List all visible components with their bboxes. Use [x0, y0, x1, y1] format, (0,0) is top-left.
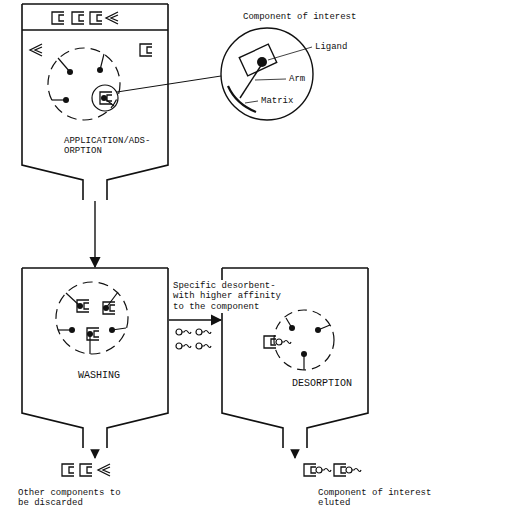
bound-complexes [87, 328, 99, 340]
ligand-dots [63, 67, 112, 104]
node-title: DESORPTION [292, 378, 352, 390]
zoom-circle [221, 28, 313, 120]
discarded-molecules [62, 464, 110, 476]
bead-matrix [48, 48, 120, 120]
bound-complexes [77, 303, 83, 309]
zoom-detail [240, 64, 262, 98]
unbound-molecules [30, 44, 42, 56]
zoom-leader [117, 76, 221, 92]
released-complex [276, 339, 291, 345]
eluted-molecules [346, 467, 361, 473]
unbound-molecules [106, 12, 118, 24]
ligand-dots [97, 67, 103, 73]
flow-arrow [94, 201, 95, 267]
outflow [94, 450, 95, 458]
flow-arrow [169, 319, 221, 320]
node-title: Component of interest [243, 12, 356, 22]
eluted-molecules [316, 467, 331, 473]
callout-label: Matrix [261, 96, 293, 106]
output-label: Other components to be discarded [18, 488, 133, 509]
ligand-dots [101, 95, 107, 101]
released-complex [301, 351, 307, 357]
outflow [294, 450, 295, 458]
affinity-column: WASHING [22, 268, 168, 448]
released-complex [315, 327, 321, 333]
zoom-detail [228, 44, 312, 112]
node-title: APPLICATION/ADS- ORPTION [64, 136, 156, 157]
ligand-dots [67, 69, 73, 75]
zoom-circle: Component of interestLigandArmMatrix [205, 12, 335, 124]
desorbent-molecules [196, 343, 211, 349]
zoom-outline [205, 12, 335, 124]
released-complex [289, 325, 295, 331]
discarded-molecules [62, 464, 74, 476]
column-outline [22, 268, 168, 448]
bound-complexes [69, 327, 75, 333]
ligand-dots [63, 97, 69, 103]
bound-complexes [109, 327, 115, 333]
eluted-molecules [304, 464, 316, 476]
desorbent-molecules [196, 329, 211, 335]
released-complex [264, 325, 321, 357]
bound-complexes [103, 302, 115, 314]
bead-matrix [274, 310, 334, 370]
bead-matrix [274, 310, 334, 370]
bead-matrix [56, 282, 128, 354]
callout-label: Ligand [315, 42, 347, 52]
zoom-detail [245, 101, 258, 103]
eluted-molecules [334, 464, 346, 476]
desorbent-molecules [176, 329, 211, 349]
node-title: WASHING [78, 370, 120, 382]
output-label: Component of interest eluted [318, 488, 436, 509]
callout-label: Arm [289, 74, 305, 84]
desorbent-molecules [176, 329, 191, 335]
affinity-column: APPLICATION/ADS- ORPTION [22, 4, 168, 200]
zoom-detail [228, 86, 256, 112]
discarded-molecules [80, 464, 92, 476]
unbound-molecules [72, 12, 84, 24]
bound-complexes [77, 300, 89, 312]
column-outline [22, 4, 168, 200]
column-wall [22, 268, 168, 448]
bead-matrix [92, 85, 118, 111]
discarded-molecules [98, 464, 110, 476]
bead-matrix [48, 48, 120, 120]
unbound-molecules [52, 12, 64, 24]
edge-label: Specific desorbent- with higher affinity… [172, 280, 286, 313]
eluted-molecules [304, 464, 361, 476]
released-complex [264, 336, 276, 348]
unbound-molecules [30, 12, 152, 56]
unbound-molecules [140, 44, 152, 56]
zoom-detail [239, 44, 276, 76]
bound-complexes [69, 300, 115, 340]
outflow [95, 450, 295, 458]
unbound-molecules [90, 12, 102, 24]
ligand-dots [100, 92, 112, 104]
bead-matrix [56, 282, 128, 354]
zoom-detail [257, 57, 267, 67]
zoom-detail [255, 79, 286, 80]
bound-complexes [103, 305, 109, 311]
desorbent-molecules [176, 343, 191, 349]
column-wall [22, 4, 168, 200]
bound-complexes [87, 331, 93, 337]
